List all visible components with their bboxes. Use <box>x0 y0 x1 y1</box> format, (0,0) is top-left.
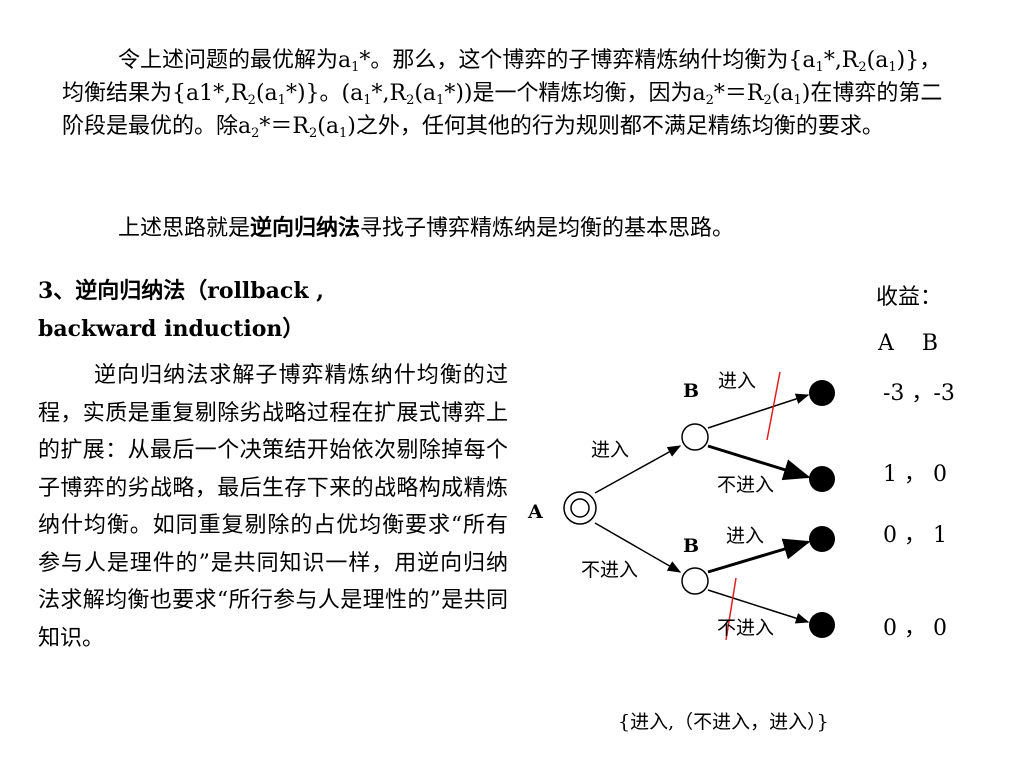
edge-label-b2-not-enter: 不进入 <box>717 617 774 639</box>
player-label-b-bottom: B <box>683 535 699 557</box>
decision-node-b-top <box>681 423 709 451</box>
paragraph-equilibrium: 令上述问题的最优解为a1*。那么，这个博弈的子博弈精炼纳什均衡为{a1*,R2(… <box>62 48 943 141</box>
payoff-row-4: 0 ， 0 <box>883 616 947 641</box>
edge-label-b1-enter: 进入 <box>718 370 756 392</box>
terminal-node-2 <box>809 466 835 492</box>
edge-label-a-enter: 进入 <box>591 439 629 461</box>
equilibrium-label: {进入,（不进入，进入）} <box>618 711 829 733</box>
payoff-title: 收益： <box>876 285 942 310</box>
edge-a-enter <box>594 445 682 494</box>
paragraph-idea: 上述思路就是逆向归纳法寻找子博弈精炼纳是均衡的基本思路。 <box>118 215 735 241</box>
section-title: 3、逆向归纳法（rollback , backward induction） <box>38 278 324 342</box>
terminal-node-4 <box>809 612 835 638</box>
terminal-node-1 <box>809 380 835 406</box>
terminal-node-3 <box>809 526 835 552</box>
player-label-b-top: B <box>683 380 699 402</box>
decision-node-b-bottom <box>681 567 709 595</box>
player-label-a: A <box>527 501 543 523</box>
payoff-row-1: -3 ，-3 <box>883 381 955 406</box>
edge-label-b2-enter: 进入 <box>726 525 764 547</box>
root-node-inner <box>570 498 590 518</box>
cut-mark-top <box>766 371 781 441</box>
edge-b2-not-enter <box>707 589 810 624</box>
edge-a-not-enter <box>594 522 682 573</box>
section-body: 逆向归纳法求解子博弈精炼纳什均衡的过程，实质是重复剔除劣战略过程在扩展式博弈上的… <box>38 363 508 651</box>
payoff-row-3: 0 ， 1 <box>883 523 947 548</box>
payoff-header: A B <box>877 331 938 356</box>
edge-label-b1-not-enter: 不进入 <box>717 474 774 496</box>
edge-b1-not-enter <box>707 444 811 481</box>
cut-mark-bottom <box>725 577 737 641</box>
bold-term: 逆向归纳法 <box>250 215 361 241</box>
edge-b1-enter <box>707 393 810 429</box>
edge-label-a-not-enter: 不进入 <box>581 559 638 581</box>
payoff-row-2: 1 ， 0 <box>883 462 947 487</box>
edge-b2-enter <box>707 538 811 574</box>
